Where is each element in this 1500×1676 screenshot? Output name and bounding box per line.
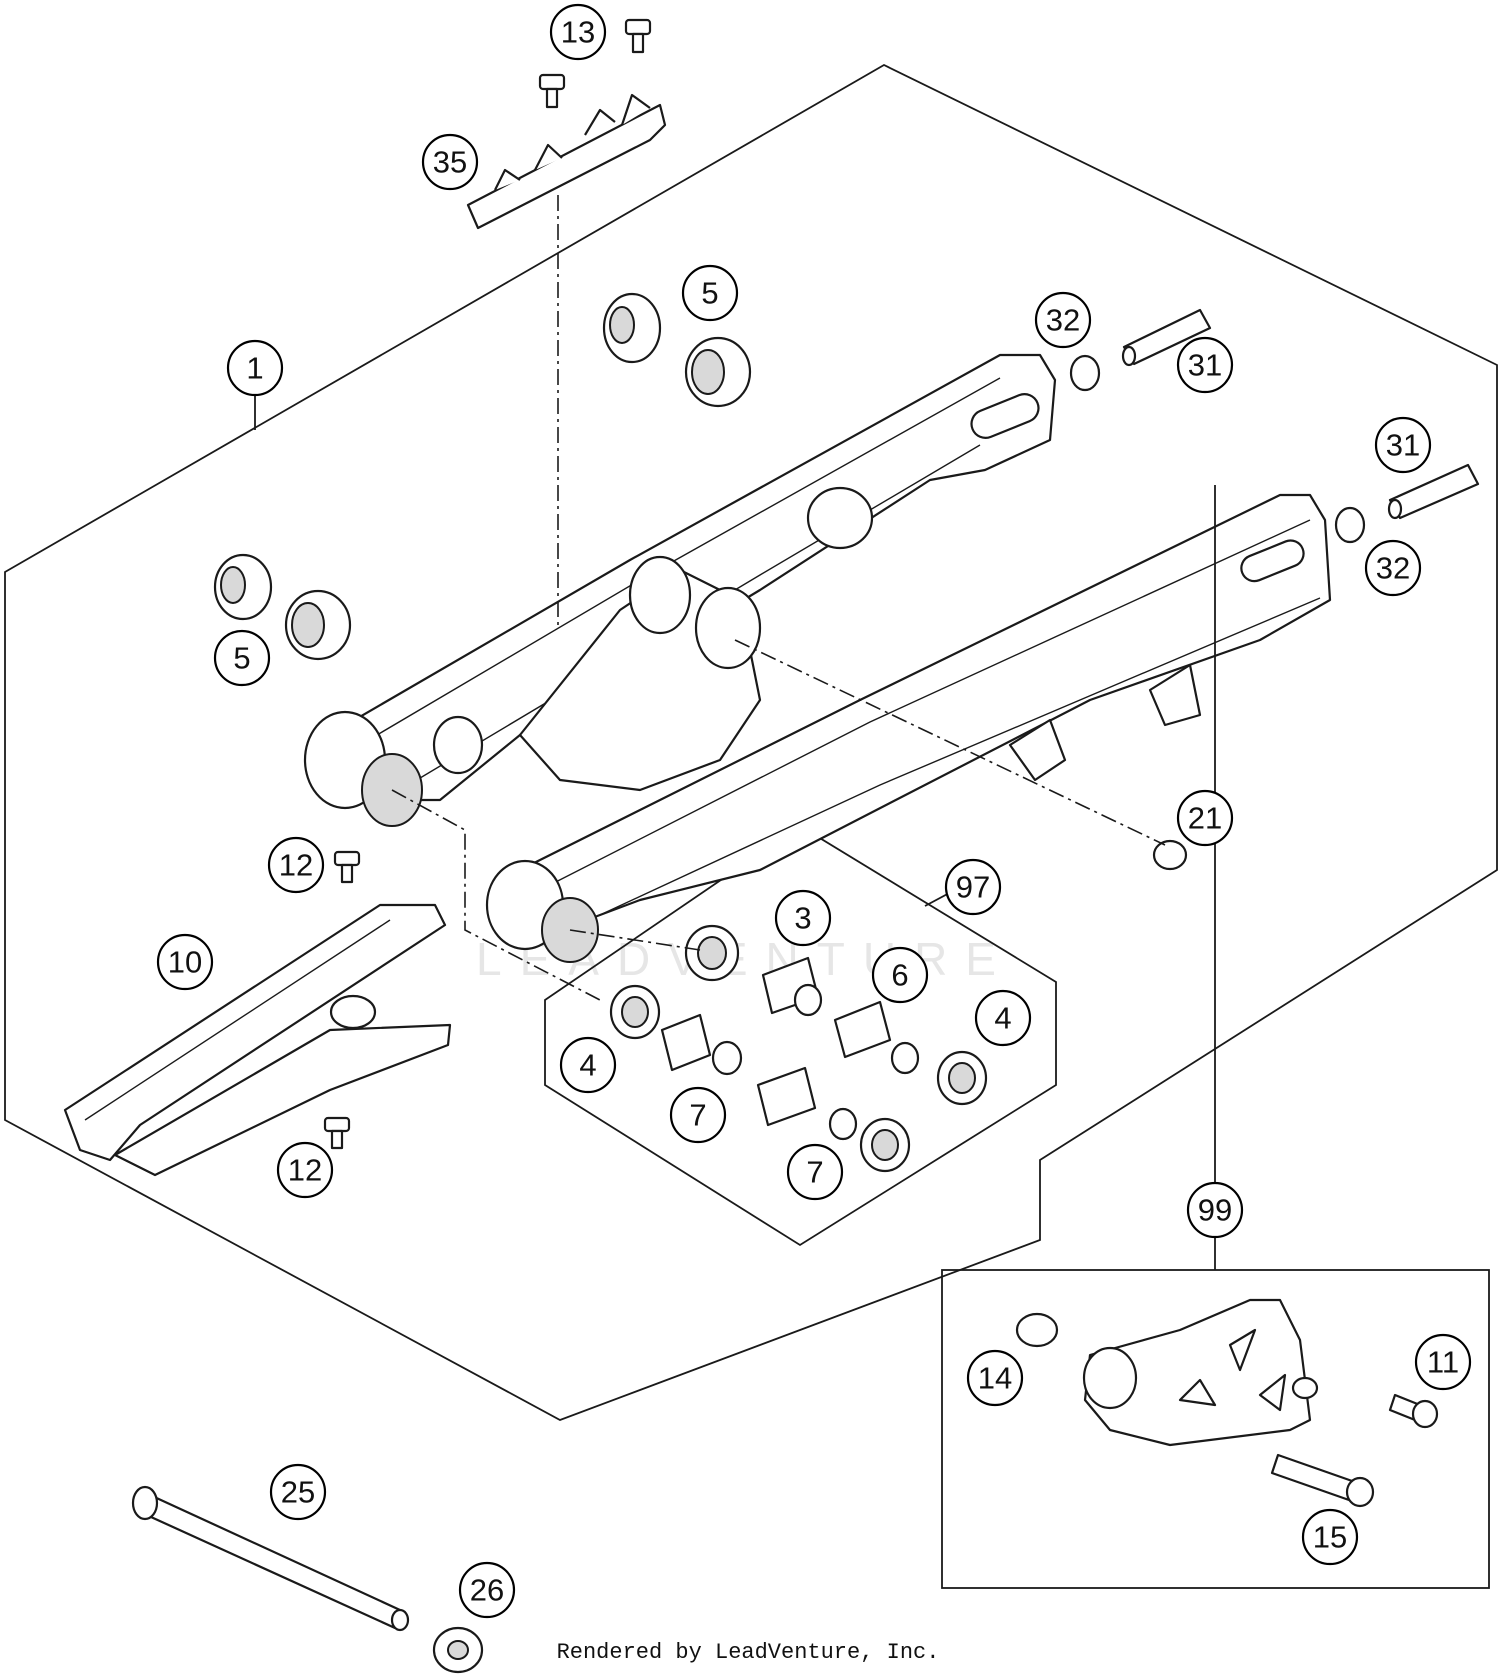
callout-14: 14 — [966, 1349, 1024, 1407]
callout-26: 26 — [458, 1561, 516, 1619]
callout-5-lower: 5 — [213, 629, 271, 687]
svg-text:3: 3 — [794, 901, 811, 936]
svg-text:32: 32 — [1376, 551, 1410, 586]
bolt-13-upper — [624, 18, 652, 54]
svg-text:6: 6 — [891, 958, 908, 993]
callout-4-right: 4 — [974, 989, 1032, 1047]
svg-text:5: 5 — [233, 641, 250, 676]
callout-3: 3 — [774, 889, 832, 947]
callout-4-left: 4 — [559, 1036, 617, 1094]
bolt-15 — [1270, 1453, 1375, 1508]
callout-7-left: 7 — [669, 1086, 727, 1144]
swingarm — [303, 353, 1332, 963]
svg-text:10: 10 — [168, 945, 202, 980]
pivot-axle — [131, 1485, 410, 1632]
svg-text:7: 7 — [689, 1098, 706, 1133]
svg-text:25: 25 — [281, 1475, 315, 1510]
callout-13: 13 — [549, 3, 607, 61]
callout-5-upper: 5 — [681, 264, 739, 322]
bolt-13-lower — [538, 73, 566, 109]
callout-32-lower: 32 — [1364, 539, 1422, 597]
callout-21: 21 — [1176, 789, 1234, 847]
callout-35: 35 — [421, 133, 479, 191]
callout-6: 6 — [871, 946, 929, 1004]
svg-text:13: 13 — [561, 15, 595, 50]
svg-text:1: 1 — [246, 351, 263, 386]
spacer-31-upper — [1121, 308, 1212, 367]
svg-text:31: 31 — [1188, 348, 1222, 383]
svg-text:21: 21 — [1188, 801, 1222, 836]
screw-12-upper — [333, 850, 361, 884]
svg-text:31: 31 — [1386, 428, 1420, 463]
nut-26 — [432, 1626, 484, 1674]
callout-1: 1 — [226, 339, 284, 397]
svg-text:14: 14 — [978, 1361, 1012, 1396]
callout-10: 10 — [156, 933, 214, 991]
svg-text:4: 4 — [579, 1048, 596, 1083]
callout-7-right: 7 — [786, 1143, 844, 1201]
nut-32-lower — [1334, 506, 1366, 544]
callout-31-lower: 31 — [1374, 416, 1432, 474]
callout-97: 97 — [944, 858, 1002, 916]
chain-slider — [63, 903, 452, 1177]
cap-5-lower — [213, 553, 352, 661]
bearing-set — [609, 924, 988, 1173]
callout-15: 15 — [1301, 1508, 1359, 1566]
svg-text:99: 99 — [1198, 1193, 1232, 1228]
alignment-lines — [391, 195, 1166, 1001]
callout-25: 25 — [269, 1463, 327, 1521]
callout-31-upper: 31 — [1176, 336, 1234, 394]
nut-14 — [1015, 1312, 1059, 1348]
svg-text:97: 97 — [956, 870, 990, 905]
svg-text:35: 35 — [433, 145, 467, 180]
credit-text: Rendered by LeadVenture, Inc. — [557, 1640, 940, 1665]
svg-text:12: 12 — [279, 848, 313, 883]
swingarm-kit-boundary — [4, 63, 1498, 1421]
screw-12-lower — [323, 1116, 351, 1150]
callout-12-lower: 12 — [276, 1141, 334, 1199]
nut-21 — [1152, 839, 1188, 871]
callout-32-upper: 32 — [1034, 291, 1092, 349]
svg-text:7: 7 — [806, 1155, 823, 1190]
spacer-31-lower — [1387, 463, 1480, 520]
svg-text:4: 4 — [994, 1001, 1011, 1036]
callout-11: 11 — [1414, 1333, 1472, 1391]
svg-text:32: 32 — [1046, 303, 1080, 338]
chain-guide — [1082, 1298, 1319, 1447]
svg-text:11: 11 — [1427, 1345, 1459, 1380]
callout-12-upper: 12 — [267, 836, 325, 894]
svg-text:15: 15 — [1313, 1520, 1347, 1555]
nut-32-upper — [1069, 354, 1101, 392]
svg-text:26: 26 — [470, 1573, 504, 1608]
svg-text:5: 5 — [701, 276, 718, 311]
bolt-11 — [1388, 1393, 1439, 1429]
callout-99: 99 — [1186, 1181, 1244, 1239]
chain-guard — [466, 93, 667, 230]
cap-5-upper — [602, 292, 752, 408]
svg-text:12: 12 — [288, 1153, 322, 1188]
